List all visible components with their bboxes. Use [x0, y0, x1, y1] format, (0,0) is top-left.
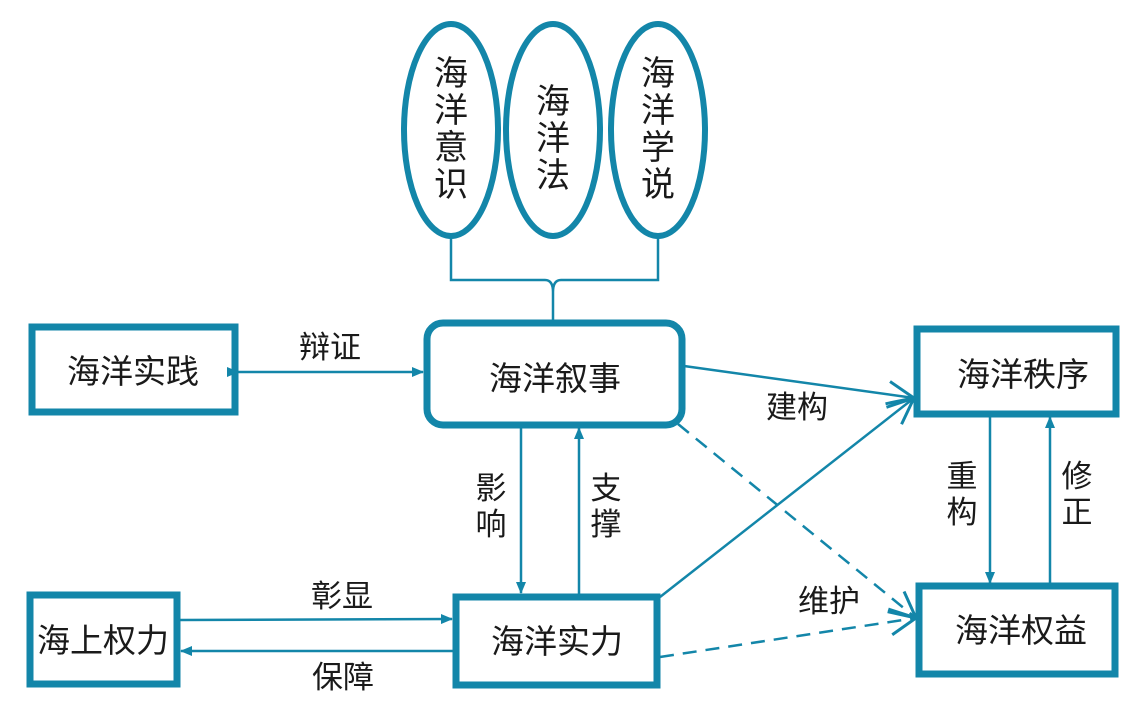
- edge-maintain-from-strength: [659, 618, 916, 659]
- edge-label-amend: 修正: [1062, 459, 1093, 531]
- node-order-box: [913, 325, 1120, 418]
- edge-label-manifest: 彰显: [311, 579, 373, 615]
- edge-maintain-from-narrative: [677, 423, 916, 618]
- edge-label-support: 支撑: [591, 471, 622, 543]
- edge-construct: [683, 364, 914, 398]
- edge-manifest: [179, 614, 453, 625]
- node-narrative-box: [423, 319, 686, 429]
- edge-label-reconstruct: 重构: [947, 459, 978, 531]
- edge-label-maintain: 维护: [798, 584, 860, 620]
- edge-strength-to-order: [659, 398, 914, 598]
- node-strength-label: 海洋实力: [491, 622, 623, 661]
- bracket-connector: [449, 236, 660, 322]
- edge-label-influence: 影响: [476, 471, 507, 543]
- ellipse-doctrine-label: 海洋学说: [641, 54, 675, 205]
- node-narrative-label: 海洋叙事: [489, 359, 621, 398]
- node-strength-box: [452, 593, 661, 689]
- edge-label-dialectic: 辩证: [299, 330, 361, 366]
- edge-label-guarantee: 保障: [312, 660, 374, 696]
- node-sea-power-box: [26, 591, 181, 688]
- ellipse-awareness-label: 海洋意识: [434, 54, 468, 205]
- node-practice-label: 海洋实践: [67, 352, 199, 391]
- ellipse-law-label: 海洋法: [536, 82, 570, 196]
- edge-label-construct: 建构: [766, 390, 828, 426]
- node-order-label: 海洋秩序: [957, 355, 1089, 394]
- node-sea-power-label: 海上权力: [37, 621, 169, 660]
- node-rights-label: 海洋权益: [955, 611, 1087, 650]
- ellipse-law: [503, 21, 603, 239]
